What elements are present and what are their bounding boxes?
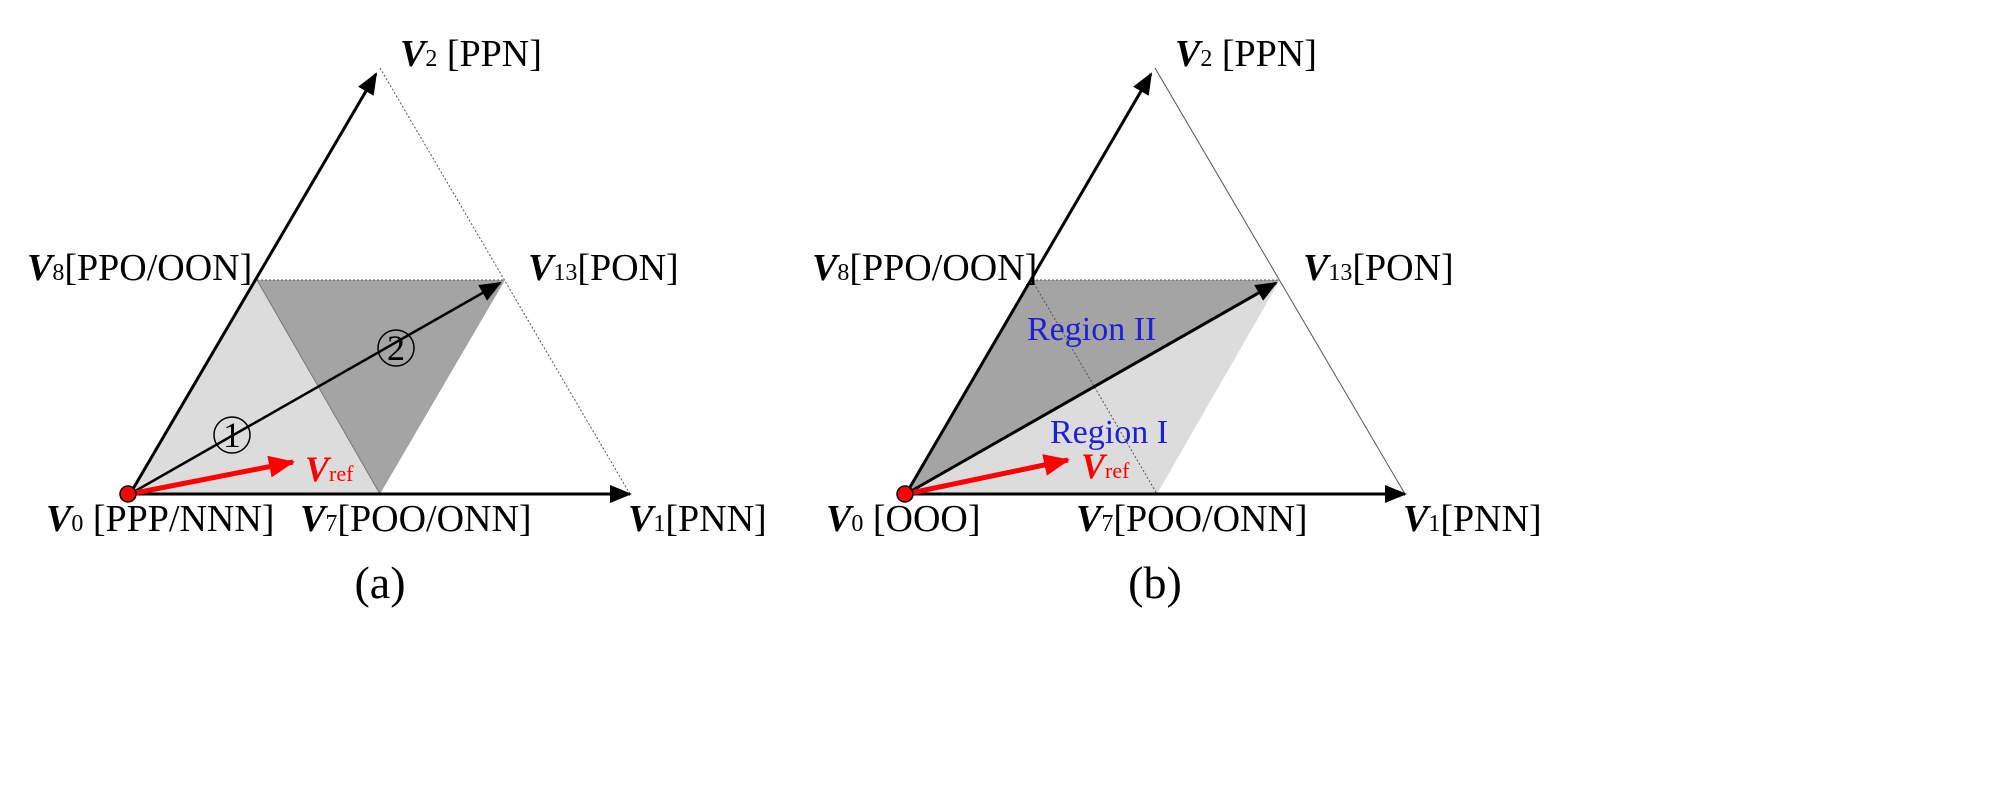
subtriangle-v8-v13-v7 — [257, 280, 505, 494]
edge-v8-v7-b — [1031, 279, 1158, 495]
origin-dot-b — [896, 485, 914, 503]
label-v8: V8[PPO/OON] — [27, 247, 252, 289]
label-v8-b: V8[PPO/OON] — [812, 247, 1037, 289]
caption-b: (b) — [1128, 557, 1182, 608]
step-1-circle — [213, 416, 251, 454]
label-v13-b: V13[PON] — [1303, 247, 1454, 289]
panel-a: 1 2 V2 [PPN] V8[PPO/OON] V13[PON] V0 [PP… — [27, 33, 767, 608]
caption-a: (a) — [354, 557, 405, 608]
diagonal-v0-v13 — [129, 281, 502, 496]
label-v7-b: V7[POO/ONN] — [1076, 498, 1308, 540]
label-vref-b: Vref — [1081, 446, 1130, 486]
diagonal-v0-v13-b — [905, 281, 1278, 496]
label-region-ii: Region II — [1027, 311, 1156, 348]
step-1-number: 1 — [223, 415, 241, 455]
label-region-i: Region I — [1050, 414, 1168, 451]
label-v0: V0 [PPP/NNN] — [46, 498, 274, 540]
label-v1: V1[PNN] — [628, 498, 767, 540]
panel-b: Region II Region I V2 [PPN] V8[PPO/OON] … — [812, 33, 1542, 608]
label-vref: Vref — [305, 449, 354, 489]
label-v0-b: V0 [OOO] — [826, 498, 981, 540]
step-2-circle — [377, 329, 415, 367]
subtriangle-v0-v7-v8 — [130, 280, 380, 494]
axis-v0-v2-b — [904, 72, 1153, 495]
label-v2-b: V2 [PPN] — [1175, 33, 1317, 75]
axis-v0-v2 — [128, 72, 378, 495]
vref-arrow — [129, 455, 295, 497]
label-v13: V13[PON] — [528, 247, 679, 289]
origin-dot — [119, 485, 137, 503]
vref-arrow-b — [905, 454, 1070, 497]
label-v7: V7[POO/ONN] — [300, 498, 532, 540]
edge-v2-v1-b — [1154, 67, 1406, 495]
label-v2: V2 [PPN] — [400, 33, 542, 75]
label-v1-b: V1[PNN] — [1403, 498, 1542, 540]
step-2-number: 2 — [387, 328, 405, 368]
